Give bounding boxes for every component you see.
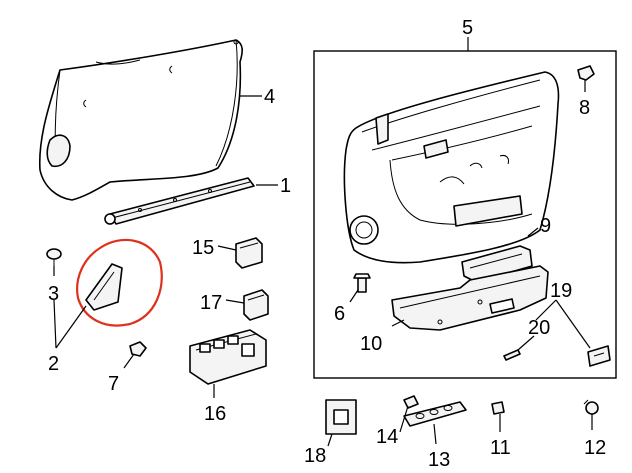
part-14-bezel-clip[interactable]: [403, 395, 419, 409]
callouts: 4 1 5 8 9 10 6 19 20 3 2 7 15 17 16 18 1…: [48, 17, 606, 471]
callout-6: 6: [334, 303, 345, 325]
part-7-clip[interactable]: [129, 341, 147, 357]
callout-14: 14: [376, 426, 398, 448]
callout-10: 10: [360, 333, 382, 355]
callout-7: 7: [108, 373, 119, 395]
part-13-switch-bezel[interactable]: [403, 401, 467, 427]
part-4-water-shield[interactable]: [38, 39, 243, 201]
callout-5: 5: [462, 17, 473, 39]
part-20-bulb[interactable]: [503, 349, 521, 361]
callout-3: 3: [48, 283, 59, 305]
part-10-armrest[interactable]: [391, 265, 549, 331]
callout-19: 19: [550, 280, 572, 302]
part-12-clip[interactable]: [583, 399, 599, 415]
part-9-armrest-upper[interactable]: [461, 245, 533, 283]
part-18-switch[interactable]: [325, 399, 357, 435]
callout-15: 15: [192, 237, 214, 259]
part-5-door-trim-panel[interactable]: [343, 71, 560, 264]
part-8-clip[interactable]: [577, 65, 595, 81]
part-15-switch[interactable]: [235, 237, 263, 269]
part-6-screw[interactable]: [353, 273, 371, 293]
callout-13: 13: [428, 449, 450, 471]
callout-18: 18: [304, 445, 326, 467]
callout-2: 2: [48, 353, 59, 375]
assembly-frame: [313, 50, 617, 379]
part-17-switch[interactable]: [243, 289, 269, 321]
callout-4: 4: [264, 86, 275, 108]
highlight-circle: [76, 238, 163, 327]
callout-11: 11: [490, 437, 511, 459]
part-19-lamp[interactable]: [587, 345, 611, 367]
callout-12: 12: [584, 437, 606, 459]
callout-17: 17: [200, 292, 222, 314]
part-11-clip[interactable]: [491, 401, 505, 415]
part-3-clip[interactable]: [46, 248, 62, 266]
part-1-belt-molding[interactable]: [104, 177, 255, 225]
callout-1: 1: [280, 175, 291, 197]
callout-9: 9: [540, 215, 551, 237]
leader-lines: [53, 37, 593, 447]
callout-16: 16: [204, 403, 226, 425]
part-16-master-switch[interactable]: [189, 329, 267, 385]
part-2-corner-cover[interactable]: [85, 263, 123, 311]
callout-8: 8: [579, 97, 590, 119]
callout-20: 20: [528, 317, 550, 339]
